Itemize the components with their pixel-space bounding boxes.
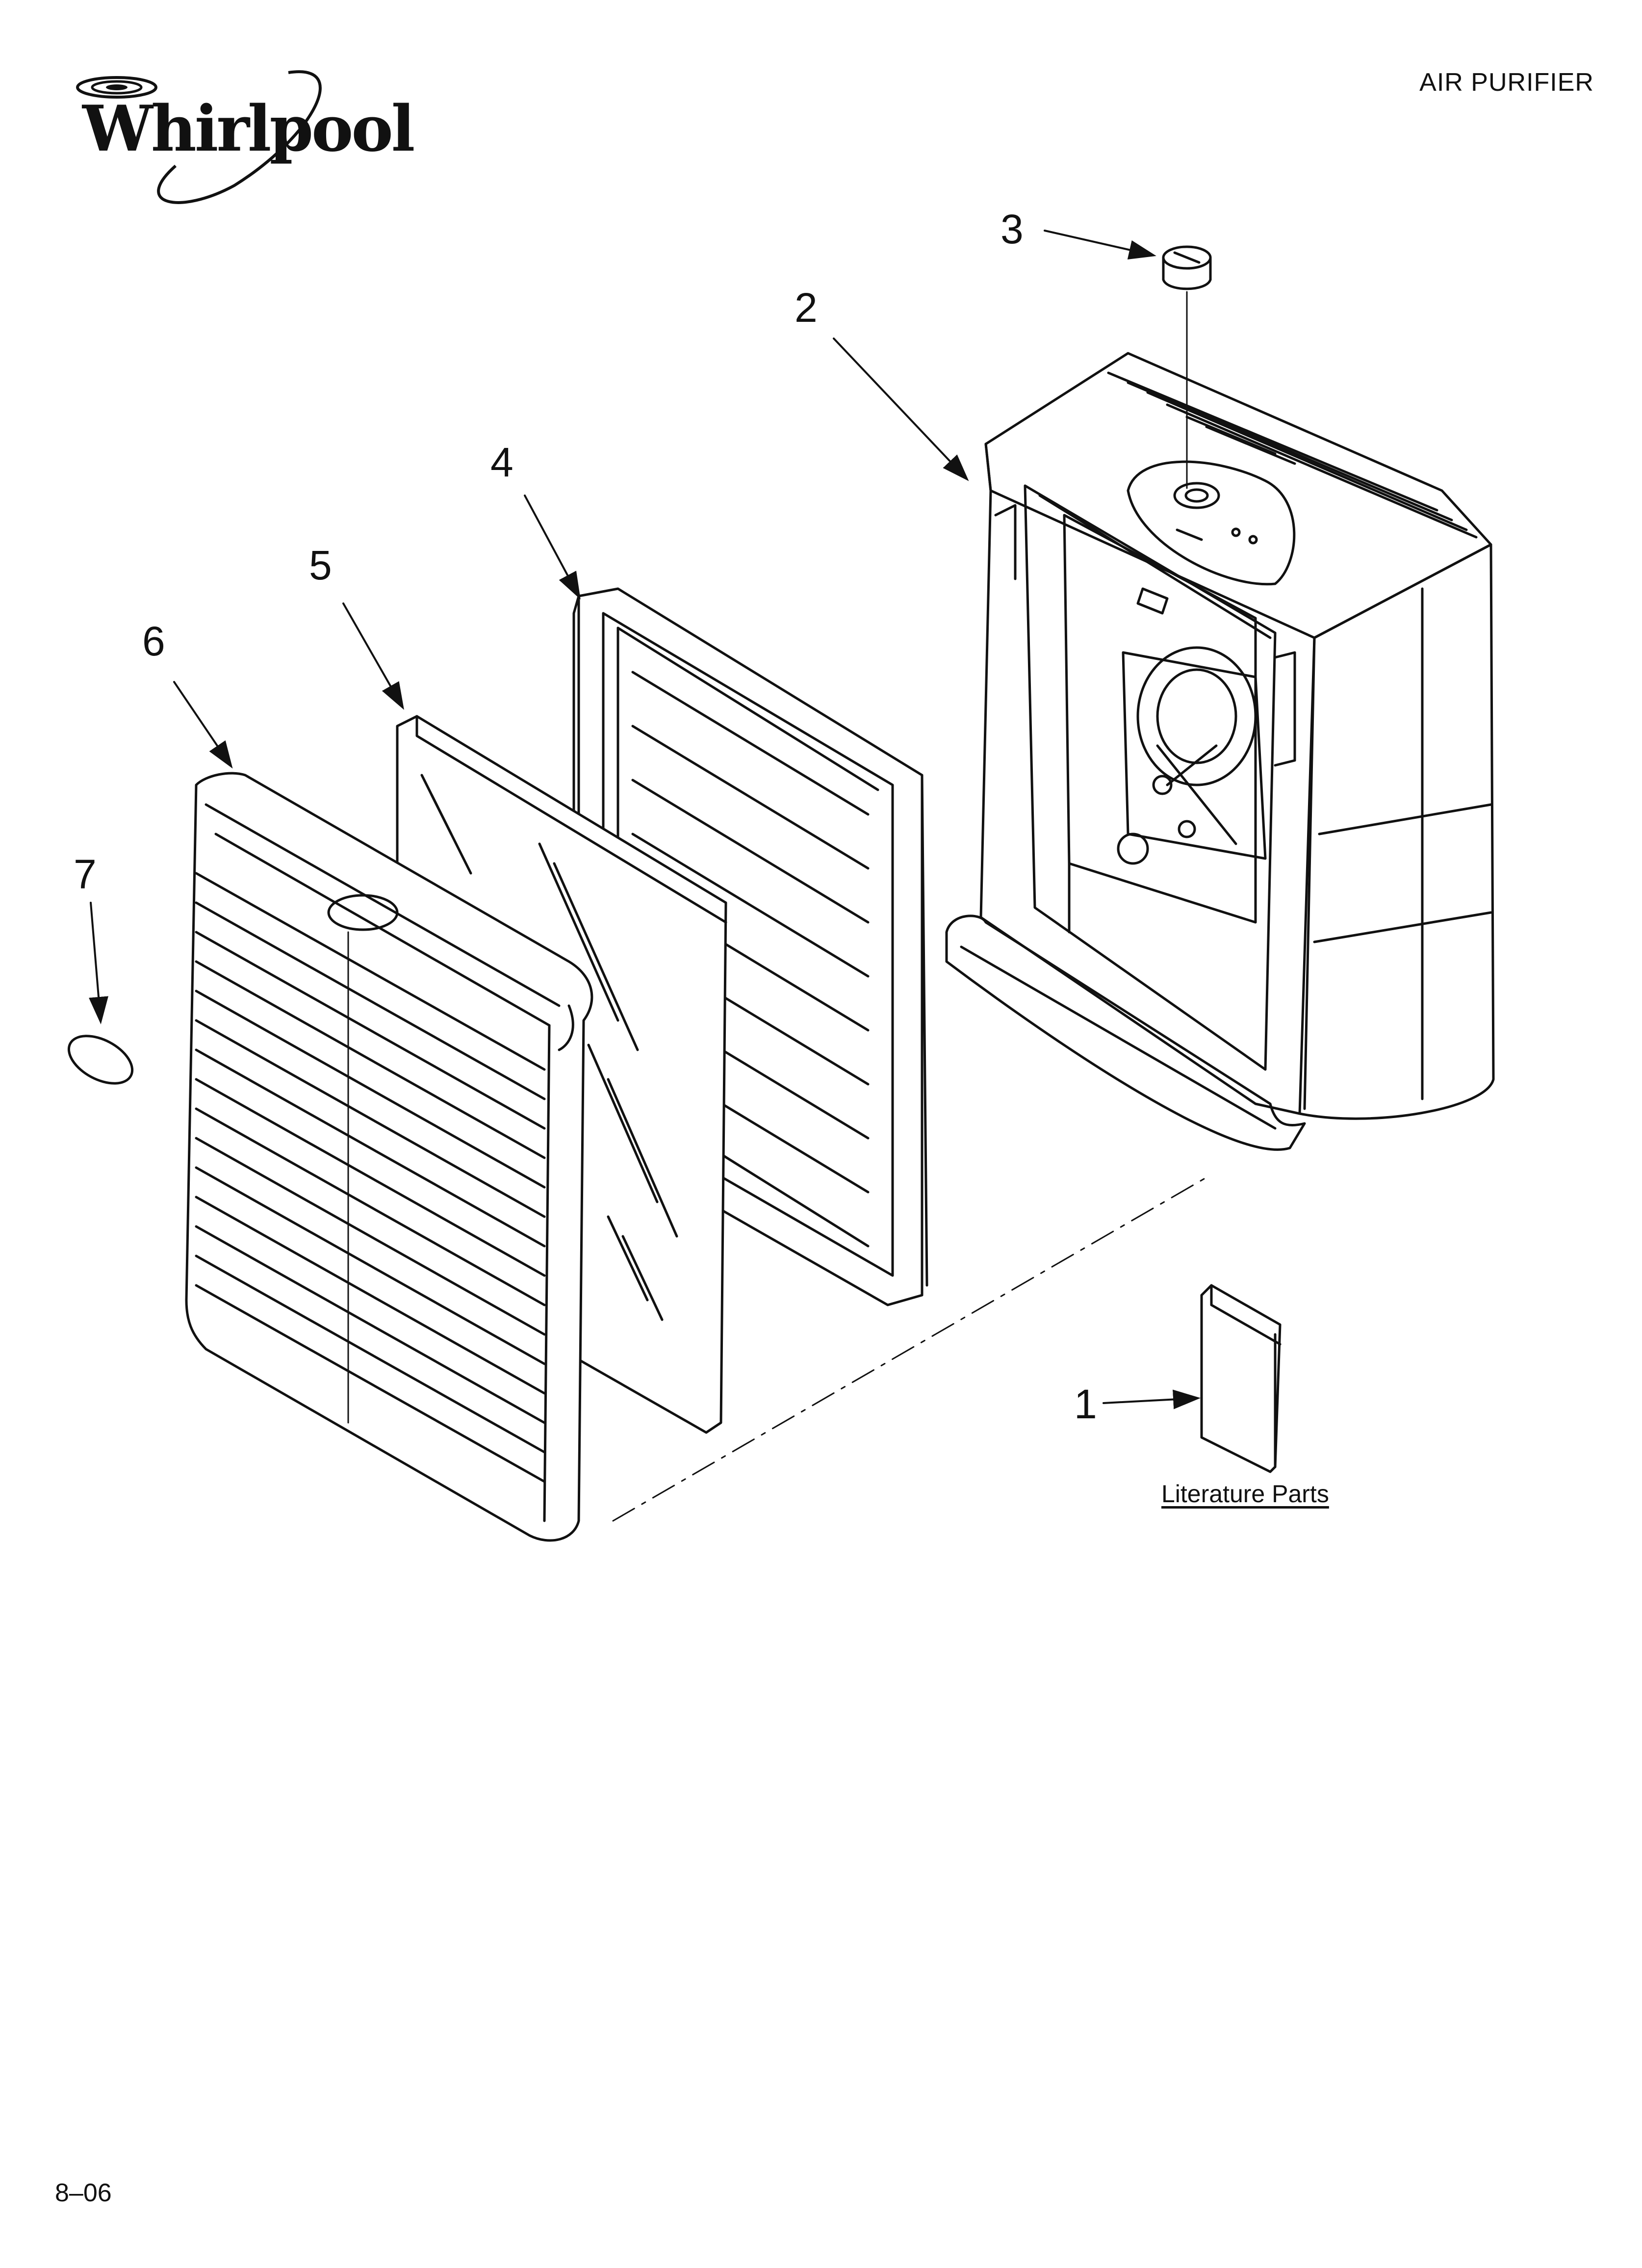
callout-2: 2 xyxy=(795,285,818,331)
page-code: 8–06 xyxy=(55,2179,112,2207)
part-6-front-grille xyxy=(185,772,593,1542)
blower-fan xyxy=(1117,587,1267,865)
leader-arrows xyxy=(89,230,1201,1409)
callout-4: 4 xyxy=(490,439,513,485)
literature-parts-label: Literature Parts xyxy=(1161,1480,1329,1508)
assembly-centerline xyxy=(612,1176,1207,1522)
part-1-literature xyxy=(1200,1284,1282,1473)
page-title: AIR PURIFIER xyxy=(1419,68,1594,97)
part-2-housing xyxy=(945,352,1495,1151)
swirl-logo-icon xyxy=(76,70,322,204)
callout-1: 1 xyxy=(1074,1381,1097,1427)
part-7-ring xyxy=(67,1035,134,1085)
callout-7: 7 xyxy=(74,851,97,897)
callout-3: 3 xyxy=(1001,206,1024,252)
part-3-knob xyxy=(1162,245,1212,489)
callout-6: 6 xyxy=(142,618,165,664)
callout-5: 5 xyxy=(309,542,332,588)
brand-logo: Whirlpool xyxy=(58,58,415,215)
brand-wordmark: Whirlpool xyxy=(82,92,415,166)
